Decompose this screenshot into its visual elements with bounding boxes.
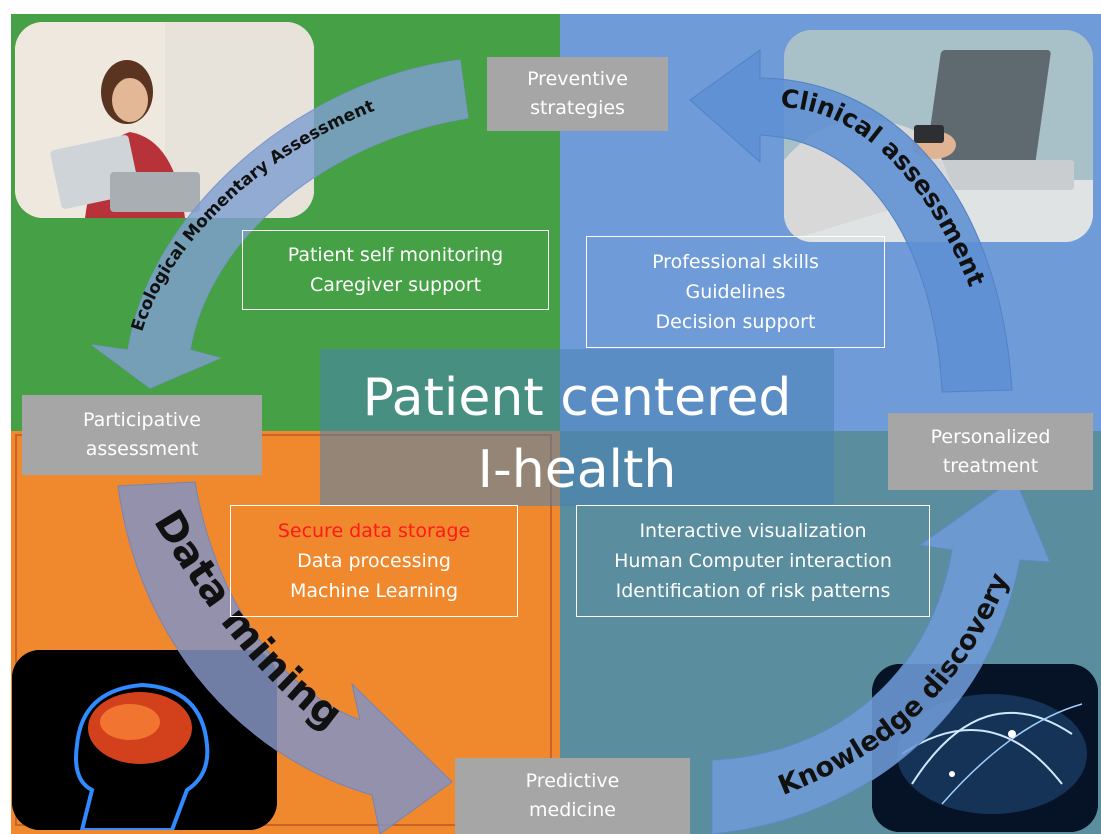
desc-line: Guidelines	[685, 281, 786, 303]
box-line: Predictive	[525, 770, 620, 792]
box-line: Participative	[83, 409, 201, 431]
professional-skills-box: Professional skills Guidelines Decision …	[586, 236, 885, 348]
desc-line: Patient self monitoring	[287, 244, 504, 266]
self-monitoring-box: Patient self monitoring Caregiver suppor…	[242, 230, 549, 310]
data-storage-box: Secure data storage Data processing Mach…	[230, 505, 518, 617]
clinical-arrow	[689, 49, 1013, 393]
box-line: Preventive	[527, 68, 628, 90]
desc-line: Interactive visualization	[639, 520, 867, 542]
desc-line: Human Computer interaction	[614, 550, 892, 572]
desc-line: Professional skills	[652, 251, 819, 273]
desc-line-highlight: Secure data storage	[277, 520, 471, 542]
desc-line: Identification of risk patterns	[615, 580, 891, 602]
box-line: treatment	[942, 454, 1039, 477]
data-mining-frame	[15, 434, 552, 826]
desc-line: Decision support	[655, 311, 816, 333]
desc-line: Caregiver support	[309, 274, 482, 296]
center-panel	[320, 349, 834, 506]
desc-line: Machine Learning	[289, 580, 459, 602]
personalized-treatment-box: Personalized treatment	[888, 413, 1093, 490]
title-line-2: I-health	[477, 440, 677, 500]
knowledge-arrow	[711, 477, 1051, 834]
box-line: medicine	[529, 799, 616, 821]
title-line-1: Patient centered	[362, 368, 792, 428]
ema-arrow	[91, 59, 469, 389]
brain-scan-photo	[12, 650, 277, 830]
woman-with-laptop-photo	[15, 22, 314, 218]
box-line: assessment	[85, 438, 199, 460]
box-line: Personalized	[930, 425, 1051, 448]
desc-line: Data processing	[297, 550, 451, 572]
box-line: strategies	[530, 97, 625, 119]
preventive-strategies-box: Preventive strategies	[487, 57, 668, 131]
predictive-medicine-box: Predictive medicine	[455, 758, 690, 834]
visualization-box: Interactive visualization Human Computer…	[576, 505, 930, 617]
participative-assessment-box: Participative assessment	[22, 395, 262, 475]
